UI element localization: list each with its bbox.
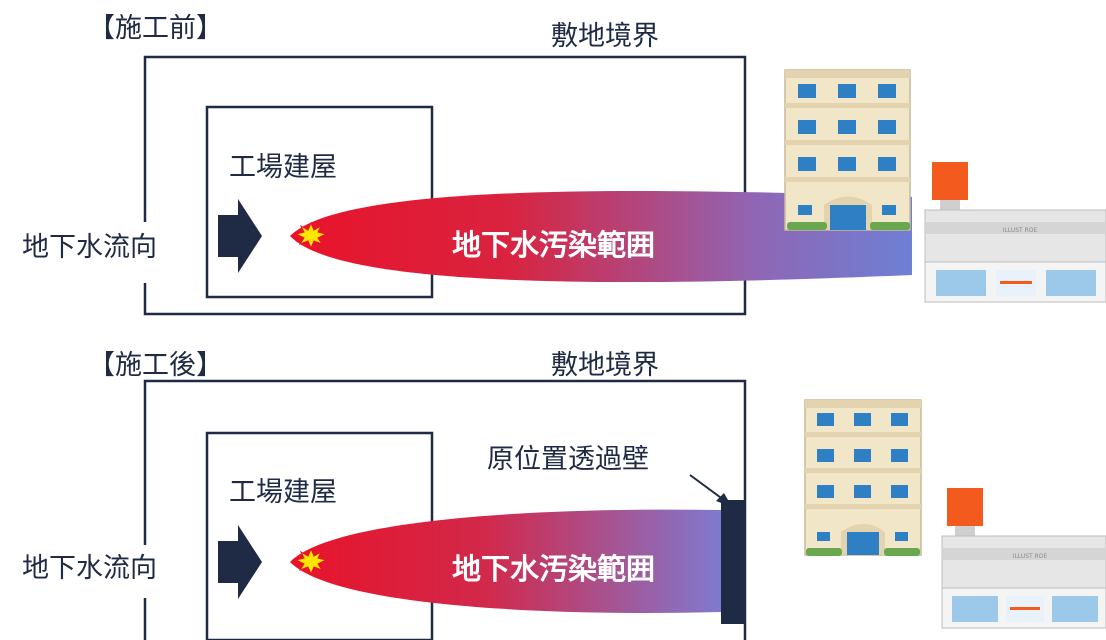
- groundwater-flow-arrow-before: [218, 199, 262, 273]
- store-sign-text-after: ILLUST ROE: [1013, 553, 1048, 560]
- barrier-label: 原位置透過壁: [487, 444, 649, 475]
- after-flow-label: 地下水流向: [22, 553, 157, 584]
- contamination-plume-after: [290, 509, 722, 613]
- before-factory-label: 工場建屋: [229, 152, 337, 183]
- before-flow-label: 地下水流向: [22, 232, 157, 263]
- before-panel: ILLUST ROE: [143, 55, 1106, 316]
- site-boundary-before: [143, 55, 747, 316]
- after-panel: ILLUST ROE: [143, 379, 1106, 640]
- after-boundary-label: 敷地境界: [551, 350, 659, 381]
- after-factory-label: 工場建屋: [229, 477, 337, 508]
- after-plume-label: 地下水汚染範囲: [452, 552, 656, 586]
- contamination-plume-before: [290, 190, 912, 283]
- apartment-building-icon-before: [784, 69, 911, 231]
- store-building-icon-after: ILLUST ROE: [941, 488, 1106, 629]
- before-plume-label: 地下水汚染範囲: [452, 228, 656, 262]
- contamination-source-icon-before: [294, 221, 328, 250]
- groundwater-flow-arrow-after: [218, 525, 262, 599]
- before-heading: 【施工前】: [88, 13, 223, 44]
- after-heading: 【施工後】: [88, 350, 223, 381]
- apartment-building-icon-after: [804, 399, 922, 556]
- contamination-source-icon-after: [294, 547, 328, 576]
- store-sign-text-before: ILLUST ROE: [1003, 227, 1038, 234]
- before-boundary-label: 敷地境界: [551, 21, 659, 52]
- permeable-reactive-barrier: [721, 500, 745, 624]
- barrier-leader-arrowhead: [716, 493, 732, 507]
- store-building-icon-before: ILLUST ROE: [924, 162, 1106, 303]
